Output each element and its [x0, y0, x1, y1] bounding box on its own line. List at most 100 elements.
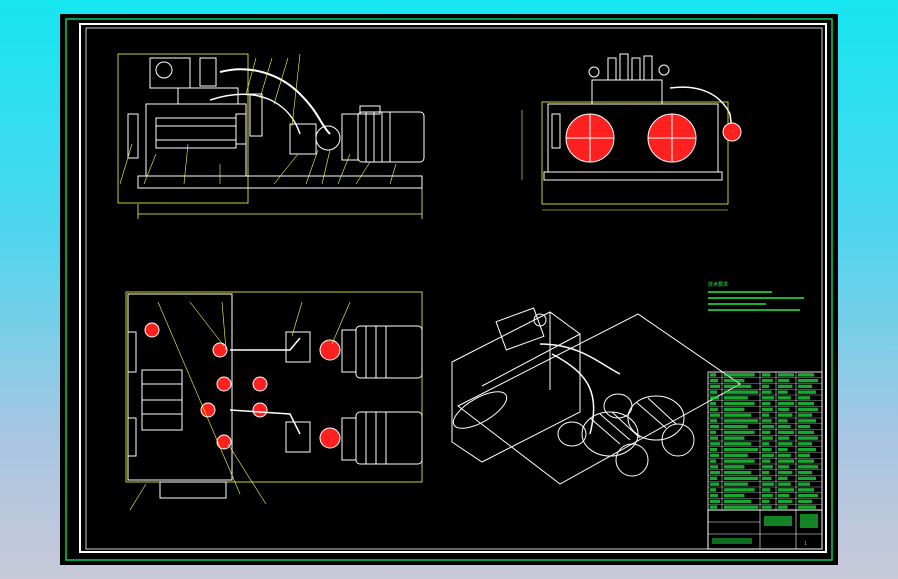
bom-cell-text [798, 488, 814, 492]
valve-block [149, 57, 191, 89]
bom-cell-text [724, 488, 755, 492]
pump-upper [285, 331, 311, 363]
bom-rows [708, 371, 822, 509]
port-3 [252, 376, 268, 392]
bom-cell-text [778, 378, 790, 383]
bom-cell-text [778, 459, 794, 463]
bom-cell-text [724, 396, 748, 400]
level-gauge [127, 113, 139, 159]
bom-cell-text [724, 424, 748, 429]
top-view-dimension-box [125, 291, 423, 483]
bom-cell-text [798, 430, 814, 435]
side-hose [669, 86, 733, 131]
port-4 [200, 402, 216, 418]
bom-cell-text [798, 413, 812, 417]
bom-cell-text [778, 390, 788, 394]
bom-cell-text [762, 419, 772, 423]
side-manifold [591, 79, 663, 105]
terminal-box [359, 105, 381, 115]
bom-cell-text [710, 488, 716, 492]
bom-cell-text [798, 442, 812, 446]
top-level-gauge [127, 331, 137, 373]
bom-cell-text [778, 413, 793, 417]
isometric-view [451, 307, 741, 485]
front-leaders [119, 53, 397, 185]
bell-housing [341, 113, 359, 161]
iso-pump-2 [603, 393, 633, 419]
bom-cell-text [762, 378, 773, 383]
bom-cell-text [762, 499, 770, 504]
bom-cell-text [724, 384, 752, 389]
tank-top [127, 293, 233, 481]
drawing-border [79, 23, 827, 553]
bom-cell-text [710, 396, 719, 400]
bom-cell-text [762, 459, 771, 463]
pressure-hose [219, 68, 331, 135]
iso-motor-2-end [661, 423, 695, 457]
bom-cell-text [762, 401, 771, 406]
bom-cell-text [710, 459, 716, 463]
bom-cell-text [778, 442, 793, 446]
side-view [521, 53, 742, 211]
pressure-gauge [155, 61, 173, 79]
iso-motor-1 [581, 411, 639, 457]
bell-housing-upper [341, 329, 357, 373]
bom-cell-text [798, 459, 814, 463]
bom-cell-text [724, 419, 758, 423]
sheet-number: 1 [804, 541, 807, 547]
bom-cell-text [724, 378, 745, 383]
bom-cell-text [724, 482, 748, 486]
pump [289, 123, 317, 155]
top-breather [144, 322, 160, 338]
coupling-upper [319, 339, 341, 361]
bom-cell-text [724, 390, 758, 394]
iso-filter [452, 391, 508, 429]
outer-green-frame [65, 18, 833, 561]
side-valve-1 [607, 57, 617, 81]
bom-cell-text [710, 505, 717, 509]
bom-cell-text [778, 453, 791, 458]
bom-cell-text [762, 424, 774, 429]
notes-heading: 技术要求 [708, 281, 728, 288]
bom-cell-text [778, 470, 793, 475]
bom-cell-text [724, 430, 755, 435]
bom-cell-text [778, 482, 791, 486]
drawing-sheet: 技术要求 1 [60, 14, 838, 565]
bom-cell-text [710, 384, 720, 389]
iso-gauge [533, 313, 547, 327]
bom-cell-text [798, 453, 810, 458]
bom-cell-text [724, 413, 752, 417]
motor-upper [355, 325, 423, 379]
bom-cell-text [762, 384, 770, 389]
bom-cell-text [798, 470, 812, 475]
bom-cell-text [778, 396, 791, 400]
bom-cell-text [762, 482, 774, 486]
bom-cell-text [710, 390, 717, 394]
bom-cell-text [778, 499, 793, 504]
bom-cell-text [710, 442, 720, 446]
bom-cell-text [762, 476, 772, 481]
bom-cell-text [778, 407, 790, 412]
side-view-dimension-box [541, 101, 729, 205]
bom-cell-text [778, 488, 794, 492]
side-gauge-1 [588, 66, 600, 78]
bom-cell-text [778, 493, 790, 498]
bom-cell-text [798, 424, 810, 429]
technical-notes: 技术要求 [708, 281, 804, 311]
side-level-gauge [551, 113, 561, 149]
bom-cell-text [710, 499, 720, 504]
bom-cell-text [778, 476, 788, 481]
bom-cell-text [710, 413, 720, 417]
bom-cell-text [724, 453, 748, 458]
iso-motor-1-end [615, 443, 649, 477]
return-filter [249, 93, 263, 137]
title-block-frame [707, 509, 823, 550]
bom-cell-text [762, 447, 772, 452]
bom-cell-text [724, 401, 755, 406]
bom-cell-text [778, 419, 788, 423]
bom-cell-text [778, 384, 793, 389]
bom-cell-text [798, 419, 816, 423]
bom-cell-text [798, 482, 810, 486]
bom-cell-text [762, 493, 773, 498]
bom-cell-text [762, 413, 770, 417]
